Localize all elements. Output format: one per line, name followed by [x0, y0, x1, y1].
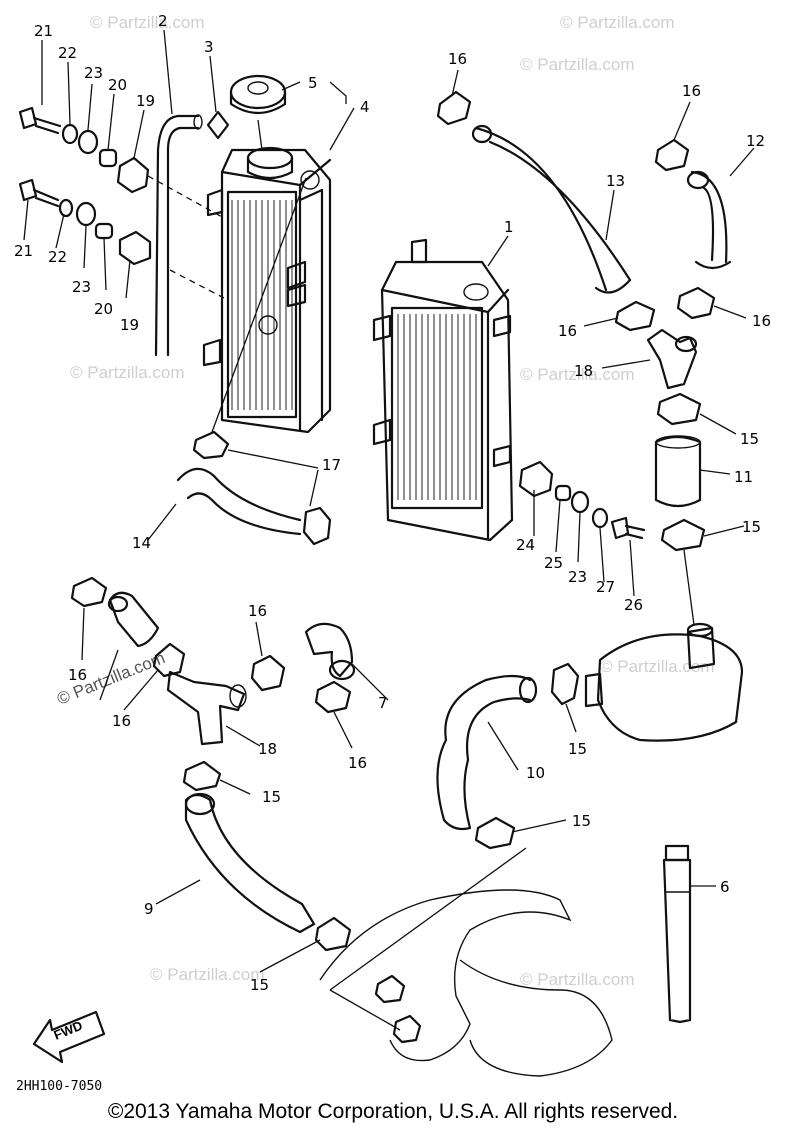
- right-mounting-hardware: [518, 460, 646, 540]
- label-25: 25: [544, 554, 563, 572]
- label-27: 27: [596, 578, 615, 596]
- watermark: © Partzilla.com: [520, 55, 635, 74]
- label-9: 9: [144, 900, 154, 918]
- fwd-label: FWD: [52, 1018, 85, 1043]
- right-radiator: [372, 238, 514, 542]
- part-labels: 21 22 23 20 19 2 3 5 4 21 22 23 20 19 16…: [14, 12, 771, 994]
- label-5: 5: [308, 74, 318, 92]
- label-14: 14: [132, 534, 151, 552]
- label-23: 23: [72, 278, 91, 296]
- watermark: © Partzilla.com: [560, 13, 675, 32]
- label-7: 7: [378, 694, 388, 712]
- left-radiator: [202, 146, 332, 434]
- overflow-pipe: [154, 114, 225, 357]
- label-24: 24: [516, 536, 535, 554]
- label-23: 23: [84, 64, 103, 82]
- label-20: 20: [94, 300, 113, 318]
- label-4: 4: [360, 98, 370, 116]
- label-15: 15: [568, 740, 587, 758]
- water-pump-housing: [550, 622, 744, 742]
- label-23: 23: [568, 568, 587, 586]
- label-22: 22: [58, 44, 77, 62]
- label-16: 16: [682, 82, 701, 100]
- label-15: 15: [572, 812, 591, 830]
- watermark: © Partzilla.com: [600, 657, 715, 676]
- left-mounting-hardware-lower: [18, 178, 152, 266]
- diagram-code: 2HH100-7050: [16, 1079, 102, 1094]
- watermark: © Partzilla.com: [90, 13, 205, 32]
- watermark: © Partzilla.com: [70, 363, 185, 382]
- label-15: 15: [740, 430, 759, 448]
- label-18: 18: [574, 362, 593, 380]
- watermark: © Partzilla.com: [520, 365, 635, 384]
- radiator-cap: [229, 74, 287, 151]
- label-22: 22: [48, 248, 67, 266]
- label-10: 10: [526, 764, 545, 782]
- label-17: 17: [322, 456, 341, 474]
- hose-14: [176, 177, 332, 546]
- label-16: 16: [348, 754, 367, 772]
- watermark: © Partzilla.com: [520, 970, 635, 989]
- label-19: 19: [120, 316, 139, 334]
- label-26: 26: [624, 596, 643, 614]
- hose-13: [436, 90, 632, 294]
- small-clamp: [206, 110, 230, 140]
- label-16: 16: [558, 322, 577, 340]
- label-16: 16: [752, 312, 771, 330]
- label-21: 21: [34, 22, 53, 40]
- label-16: 16: [68, 666, 87, 684]
- label-1: 1: [504, 218, 514, 236]
- label-15: 15: [262, 788, 281, 806]
- right-hose-joint-assembly: [614, 286, 716, 626]
- left-lower-hose-assembly: [70, 576, 356, 934]
- label-15: 15: [250, 976, 269, 994]
- label-11: 11: [734, 468, 753, 486]
- cable-strap: [662, 844, 692, 1024]
- fwd-arrow: FWD: [32, 1010, 106, 1064]
- label-21: 21: [14, 242, 33, 260]
- leader-lines: [23, 29, 755, 973]
- label-13: 13: [606, 172, 625, 190]
- label-16: 16: [448, 50, 467, 68]
- hose-12: [654, 138, 732, 270]
- left-mounting-hardware-upper: [18, 106, 225, 219]
- label-12: 12: [746, 132, 765, 150]
- watermarks: © Partzilla.com © Partzilla.com © Partzi…: [54, 13, 714, 989]
- engine-outline: [314, 847, 613, 1077]
- hose-10: [436, 674, 538, 850]
- label-6: 6: [720, 878, 730, 896]
- label-16: 16: [112, 712, 131, 730]
- label-2: 2: [158, 12, 168, 30]
- watermark: © Partzilla.com: [150, 965, 265, 984]
- label-20: 20: [108, 76, 127, 94]
- copyright-notice: ©2013 Yamaha Motor Corporation, U.S.A. A…: [107, 1100, 679, 1123]
- label-15: 15: [742, 518, 761, 536]
- label-3: 3: [204, 38, 214, 56]
- label-19: 19: [136, 92, 155, 110]
- label-16: 16: [248, 602, 267, 620]
- label-18: 18: [258, 740, 277, 758]
